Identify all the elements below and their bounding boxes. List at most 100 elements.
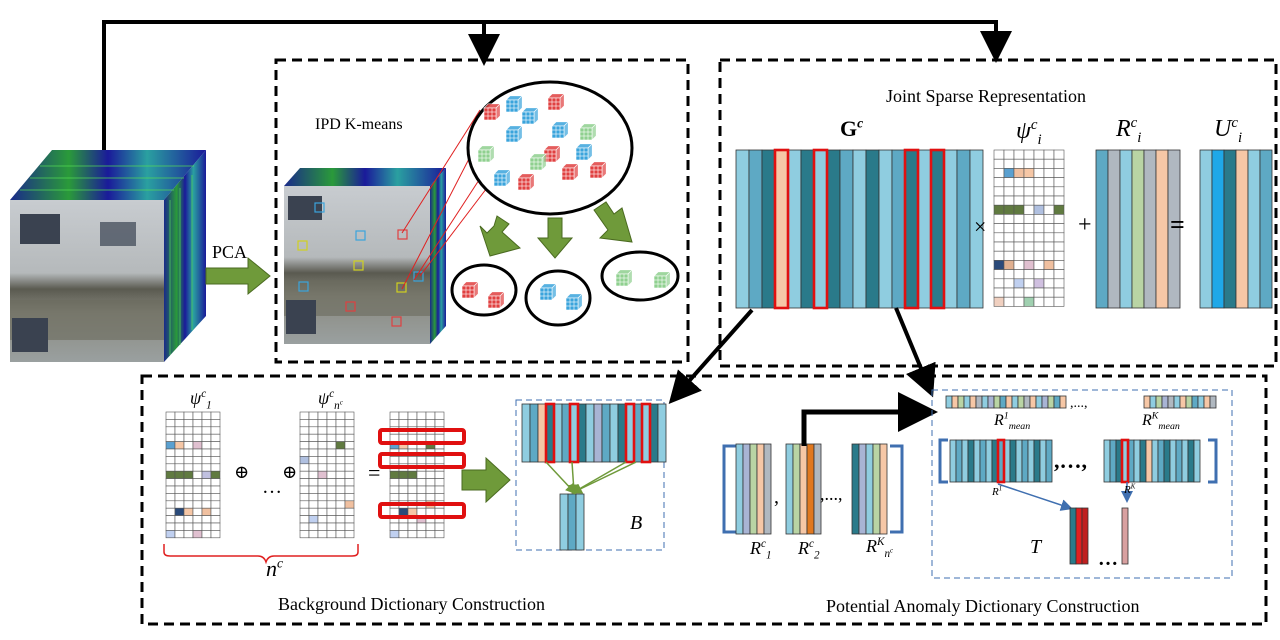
matrix-column bbox=[529, 403, 539, 463]
matrix-column bbox=[1155, 149, 1169, 309]
psi-cell bbox=[1003, 278, 1015, 289]
psi-cell bbox=[335, 530, 346, 539]
psi-cell bbox=[434, 478, 445, 487]
matrix-column bbox=[593, 403, 603, 463]
matrix-column bbox=[1235, 149, 1249, 309]
cube bbox=[589, 165, 603, 179]
psi-cell bbox=[1023, 269, 1035, 280]
psi-cell bbox=[326, 530, 337, 539]
psi-cell bbox=[425, 478, 436, 487]
psi-cell bbox=[398, 522, 409, 531]
R1-arrow bbox=[997, 483, 1073, 511]
list-sep: ,..., bbox=[820, 484, 843, 504]
matrix-column bbox=[1209, 395, 1217, 409]
B-panel bbox=[515, 399, 665, 551]
matrix-column bbox=[930, 149, 945, 309]
matrix-column bbox=[575, 493, 585, 551]
R-label: Rci bbox=[1116, 115, 1142, 146]
residual-list bbox=[722, 443, 904, 535]
psi-cell bbox=[1043, 287, 1055, 298]
matrix-column bbox=[1179, 395, 1187, 409]
matrix-column bbox=[1151, 439, 1159, 483]
matrix-column bbox=[1005, 395, 1013, 409]
hyperspectral-cube bbox=[10, 150, 206, 362]
psi-cell bbox=[183, 522, 194, 531]
matrix-column bbox=[985, 439, 993, 483]
psi-cell bbox=[407, 522, 418, 531]
psi-cell bbox=[993, 296, 1005, 307]
matrix-column bbox=[1139, 439, 1147, 483]
psi-cell bbox=[210, 515, 221, 524]
psi-cell bbox=[317, 411, 328, 420]
psi-cell bbox=[326, 507, 337, 516]
psi-cell bbox=[1053, 177, 1065, 188]
psi-cell bbox=[993, 287, 1005, 298]
psi-cell bbox=[326, 426, 337, 435]
psi-cell bbox=[1033, 296, 1045, 307]
matrix-column bbox=[1199, 149, 1213, 309]
psi-cell bbox=[1003, 168, 1015, 178]
matrix-column bbox=[806, 443, 815, 535]
matrix-column bbox=[1259, 149, 1273, 309]
matrix-column bbox=[800, 149, 815, 309]
psi-cell bbox=[308, 500, 319, 509]
potential-matrices bbox=[938, 395, 1218, 565]
psi-cell bbox=[425, 411, 436, 420]
cube bbox=[477, 149, 491, 163]
cube bbox=[521, 111, 535, 125]
psi-cell bbox=[1023, 232, 1035, 243]
psi-cell bbox=[174, 530, 185, 539]
psi-cell bbox=[1023, 214, 1035, 224]
psi-cell bbox=[210, 500, 221, 509]
psi-cell bbox=[416, 470, 427, 479]
psi-cell bbox=[1043, 158, 1055, 169]
psi-cell bbox=[407, 456, 418, 465]
matrix-column bbox=[748, 149, 763, 309]
matrix-column bbox=[981, 395, 989, 409]
psi-cell bbox=[174, 500, 185, 509]
psi-cell bbox=[165, 500, 176, 509]
psi-cell bbox=[165, 433, 176, 442]
psi-cell bbox=[344, 441, 355, 450]
R-matrix bbox=[1095, 149, 1181, 309]
psi-cell bbox=[299, 426, 310, 435]
psi-cell bbox=[434, 433, 445, 442]
matrix-column bbox=[1023, 395, 1031, 409]
psi-cell bbox=[1013, 241, 1025, 252]
psi-cell bbox=[192, 411, 203, 420]
matrix-column bbox=[858, 443, 867, 535]
psi-cell bbox=[335, 522, 346, 531]
psi-cell bbox=[1033, 260, 1045, 270]
psi-cell bbox=[299, 463, 310, 472]
psi-cell bbox=[326, 456, 337, 465]
psi-cell bbox=[1023, 278, 1035, 289]
matrix-column bbox=[1169, 439, 1177, 483]
psi-cell bbox=[1003, 214, 1015, 224]
psi-cell bbox=[201, 441, 212, 450]
psi-cell bbox=[344, 426, 355, 435]
psi-cell bbox=[192, 456, 203, 465]
RKmean-label: RKmean bbox=[1142, 410, 1180, 433]
matrix-column bbox=[957, 395, 965, 409]
psi-cell bbox=[174, 441, 185, 450]
psi-cell bbox=[210, 470, 221, 479]
psi-cell bbox=[308, 515, 319, 524]
psi1-label: ψc1 bbox=[190, 388, 212, 412]
psi-cell bbox=[210, 507, 221, 516]
psi-cell bbox=[335, 507, 346, 516]
psi-cell bbox=[308, 463, 319, 472]
psi-cell bbox=[210, 419, 221, 428]
psi-cell bbox=[201, 485, 212, 494]
psi-cell bbox=[389, 478, 400, 487]
psi-cell bbox=[165, 478, 176, 487]
matrix-column bbox=[1223, 149, 1237, 309]
psi-cell bbox=[993, 278, 1005, 289]
psi-cell bbox=[299, 500, 310, 509]
psi-cell bbox=[1023, 195, 1035, 206]
psi-cell bbox=[165, 530, 176, 539]
psi-cell bbox=[1053, 232, 1065, 243]
psi-cell bbox=[174, 419, 185, 428]
psi-cell bbox=[165, 522, 176, 531]
psi-cell bbox=[1003, 186, 1015, 197]
psi-cell bbox=[299, 507, 310, 516]
